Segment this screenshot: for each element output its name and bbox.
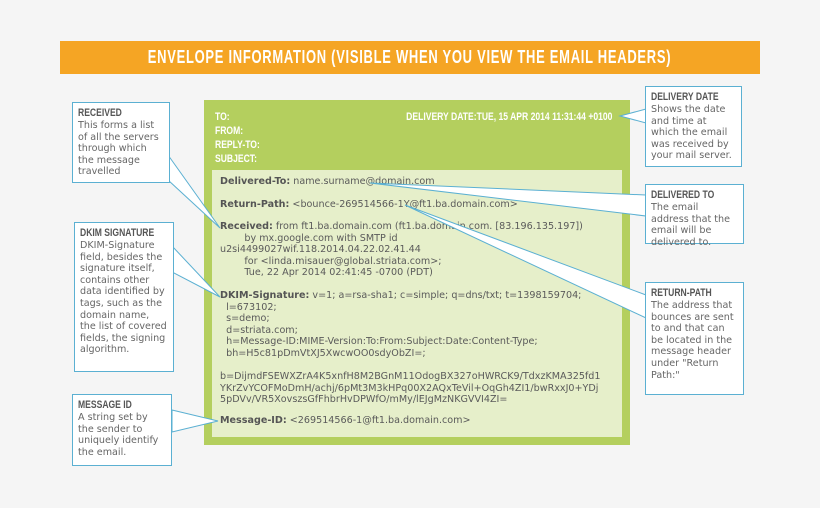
return-path-field: Return-Path: <bounce-269514566-1Y@ft1.ba… <box>220 199 518 211</box>
field-value: <269514566-1@ft1.ba.domain.com> <box>286 415 471 426</box>
to-label: TO: <box>215 111 230 123</box>
pointer-message-id <box>171 409 219 433</box>
callout-text: The email address that the email will be… <box>651 202 731 248</box>
field-label: Message-ID: <box>220 415 287 426</box>
callout-text: DKIM-Signature field, besides the signat… <box>80 240 167 356</box>
reply-to-label: REPLY-TO: <box>215 139 260 151</box>
callout-dkim: DKIM SIGNATURE DKIM-Signature field, bes… <box>74 222 174 372</box>
banner-title: ENVELOPE INFORMATION (VISIBLE WHEN YOU V… <box>148 47 672 67</box>
callout-message-id: MESSAGE ID A string set by the sender to… <box>72 394 172 466</box>
callout-title: RETURN-PATH <box>651 287 712 299</box>
field-label: Delivered-To: <box>220 176 291 187</box>
callout-title: DKIM SIGNATURE <box>80 227 155 239</box>
callout-received: RECEIVED This forms a list of all the se… <box>72 102 170 183</box>
pointer-return-path <box>404 204 647 319</box>
raw-headers: Delivered-To: name.surname@domain.com Re… <box>212 170 622 437</box>
pointer-delivery-date <box>618 108 647 124</box>
dkim-field: DKIM-Signature: v=1; a=rsa-sha1; c=simpl… <box>220 290 601 406</box>
callout-delivery-date: DELIVERY DATE Shows the date and time at… <box>645 86 742 167</box>
received-field: Received: from ft1.ba.domain.com (ft1.ba… <box>220 221 583 279</box>
callout-text: This forms a list of all the servers thr… <box>78 120 159 178</box>
field-value: v=1; a=rsa-sha1; c=simple; q=dns/txt; t=… <box>220 290 601 406</box>
callout-text: The address that bounces are sent to and… <box>651 300 734 381</box>
callout-return-path: RETURN-PATH The address that bounces are… <box>645 282 744 395</box>
callout-text: A string set by the sender to uniquely i… <box>78 412 159 458</box>
callout-title: DELIVERY DATE <box>651 91 719 103</box>
callout-title: MESSAGE ID <box>78 399 132 411</box>
field-label: Return-Path: <box>220 199 290 210</box>
field-value: from ft1.ba.domain.com (ft1.ba.domain.co… <box>220 221 583 279</box>
callout-text: Shows the date and time at which the ema… <box>651 104 732 162</box>
pointer-delivered-to <box>369 182 647 217</box>
field-value: <bounce-269514566-1Y@ft1.ba.domain.com> <box>289 199 518 210</box>
banner: ENVELOPE INFORMATION (VISIBLE WHEN YOU V… <box>60 41 760 74</box>
field-value: name.surname@domain.com <box>290 176 435 187</box>
subject-label: SUBJECT: <box>215 153 257 165</box>
delivery-date: DELIVERY DATE:TUE, 15 APR 2014 11:31:44 … <box>405 111 612 123</box>
envelope-panel: TO: FROM: REPLY-TO: SUBJECT: DELIVERY DA… <box>204 100 630 445</box>
callout-title: RECEIVED <box>78 107 122 119</box>
pointer-received <box>167 153 221 229</box>
header-labels: TO: FROM: REPLY-TO: SUBJECT: <box>215 110 272 166</box>
message-id-field: Message-ID: <269514566-1@ft1.ba.domain.c… <box>220 415 471 427</box>
callout-title: DELIVERED TO <box>651 189 715 201</box>
field-label: Received: <box>220 221 273 232</box>
delivered-to-field: Delivered-To: name.surname@domain.com <box>220 176 435 188</box>
from-label: FROM: <box>215 125 244 137</box>
pointer-dkim <box>171 244 221 298</box>
callout-delivered-to: DELIVERED TO The email address that the … <box>645 184 744 248</box>
field-label: DKIM-Signature: <box>220 290 310 301</box>
